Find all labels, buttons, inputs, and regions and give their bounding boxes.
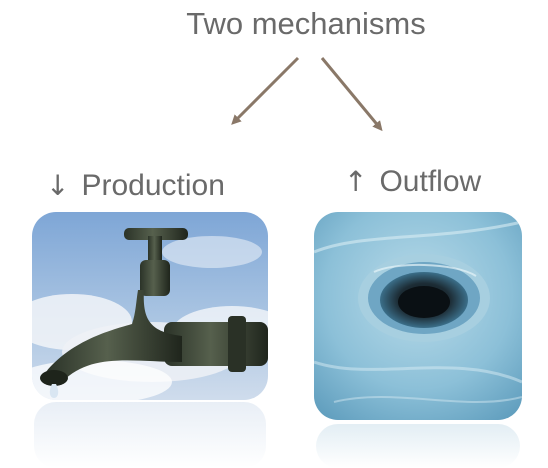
water-drain-icon bbox=[314, 212, 522, 420]
faucet-reflection bbox=[34, 402, 266, 468]
up-arrow-icon: ↑ bbox=[344, 165, 368, 198]
arrow-to-production bbox=[231, 56, 300, 125]
arrow-to-outflow bbox=[320, 57, 383, 132]
diagram-title: Two mechanisms bbox=[176, 4, 436, 50]
outflow-label: ↑ Outflow bbox=[344, 162, 481, 202]
drain-reflection bbox=[316, 424, 520, 468]
production-label: ↓ Production bbox=[46, 166, 225, 206]
diagram-title-text: Two mechanisms bbox=[186, 6, 426, 41]
outflow-label-text: Outflow bbox=[379, 165, 482, 198]
dripping-faucet-icon bbox=[32, 212, 268, 400]
production-label-text: Production bbox=[81, 169, 225, 202]
down-arrow-icon: ↓ bbox=[46, 169, 70, 202]
